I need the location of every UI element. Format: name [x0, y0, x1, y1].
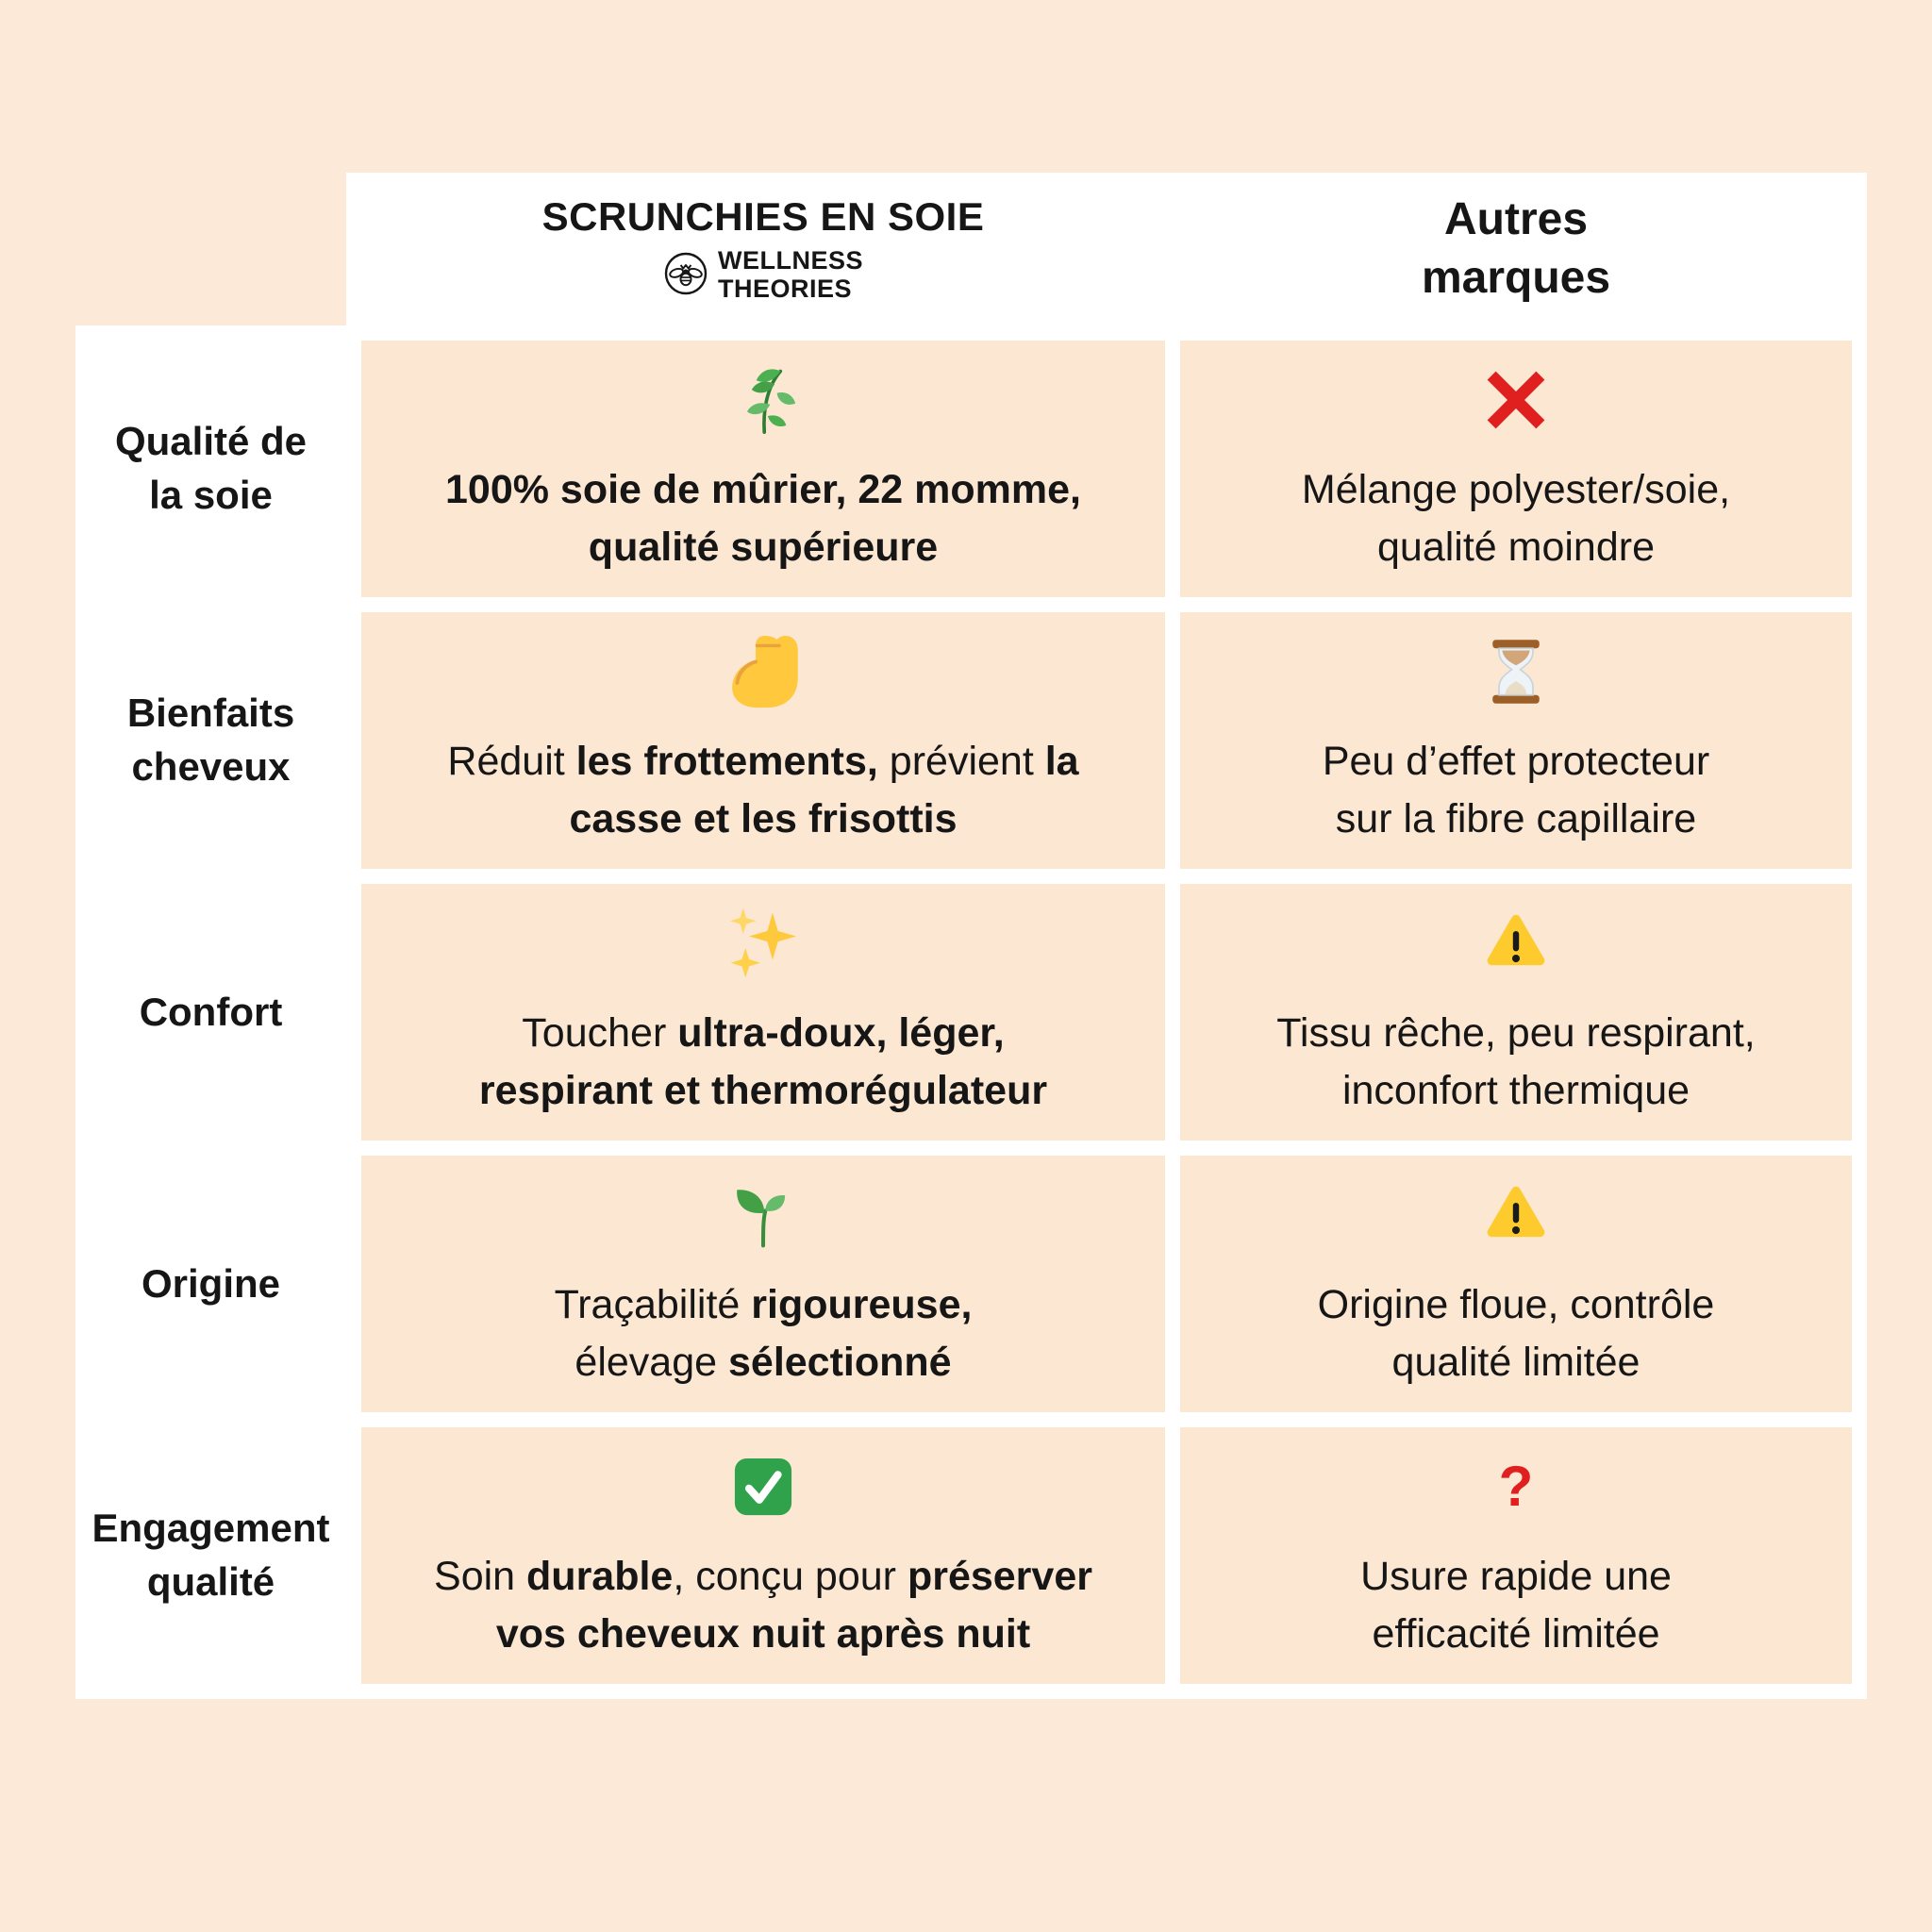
question-mark: ? — [1498, 1454, 1534, 1518]
question-icon: ? — [1499, 1448, 1534, 1525]
brand-column-title: SCRUNCHIES EN SOIE — [541, 194, 985, 240]
brand-feature-cell: Traçabilité rigoureuse,élevage sélection… — [361, 1156, 1165, 1412]
seedling-icon — [728, 1176, 798, 1254]
feature-label: Origine — [141, 1260, 281, 1306]
check-icon — [728, 1448, 798, 1525]
biceps-icon — [724, 633, 803, 710]
logo-line-1: WELLNESS — [717, 246, 863, 275]
brand-logo: WELLNESS THEORIES — [663, 247, 863, 303]
feature-label: Engagement qualité — [92, 1506, 330, 1604]
corner-cell — [75, 173, 346, 325]
others-title-line-2: marques — [1421, 253, 1611, 303]
others-feature-text: Tissu rêche, peu respirant,inconfort the… — [1276, 1009, 1756, 1113]
others-column-header: Autres marques — [1180, 173, 1852, 325]
brand-logo-text: WELLNESS THEORIES — [718, 247, 863, 303]
logo-line-2: THEORIES — [717, 275, 853, 303]
others-feature-text: Mélange polyester/soie,qualité moindre — [1301, 466, 1731, 570]
brand-feature-text: 100% soie de mûrier, 22 momme,qualité su… — [445, 466, 1081, 570]
feature-label-cell: Engagement qualité — [75, 1427, 346, 1684]
others-title-line-1: Autres — [1443, 193, 1589, 244]
sparkles-icon — [725, 905, 801, 982]
hourglass-icon — [1482, 633, 1550, 710]
brand-column-header: SCRUNCHIES EN SOIE WELLNESS THEORIES — [361, 173, 1165, 325]
brand-feature-cell: Toucher ultra-doux, léger,respirant et t… — [361, 884, 1165, 1141]
warning-icon — [1480, 1176, 1552, 1254]
others-feature-cell: Tissu rêche, peu respirant,inconfort the… — [1180, 884, 1852, 1141]
bee-logo-icon — [663, 251, 708, 301]
herb-icon — [726, 361, 800, 439]
brand-feature-text: Toucher ultra-doux, léger,respirant et t… — [478, 1009, 1048, 1113]
brand-feature-cell: 100% soie de mûrier, 22 momme,qualité su… — [361, 341, 1165, 597]
cross-icon — [1482, 361, 1550, 439]
brand-feature-text: Traçabilité rigoureuse,élevage sélection… — [554, 1281, 973, 1385]
feature-label: Bienfaits cheveux — [126, 691, 295, 789]
feature-label: Confort — [139, 989, 283, 1034]
feature-label: Qualité de la soie — [114, 419, 308, 517]
warning-icon — [1480, 905, 1552, 982]
others-feature-cell: Mélange polyester/soie,qualité moindre — [1180, 341, 1852, 597]
others-column-title: Autres marques — [1422, 191, 1610, 308]
comparison-table: SCRUNCHIES EN SOIE WELLNESS THEORIES Aut… — [75, 173, 1867, 1699]
feature-label-cell: Bienfaits cheveux — [75, 612, 346, 869]
feature-label-cell: Confort — [75, 884, 346, 1141]
feature-label-cell: Origine — [75, 1156, 346, 1412]
feature-label-cell: Qualité de la soie — [75, 341, 346, 597]
